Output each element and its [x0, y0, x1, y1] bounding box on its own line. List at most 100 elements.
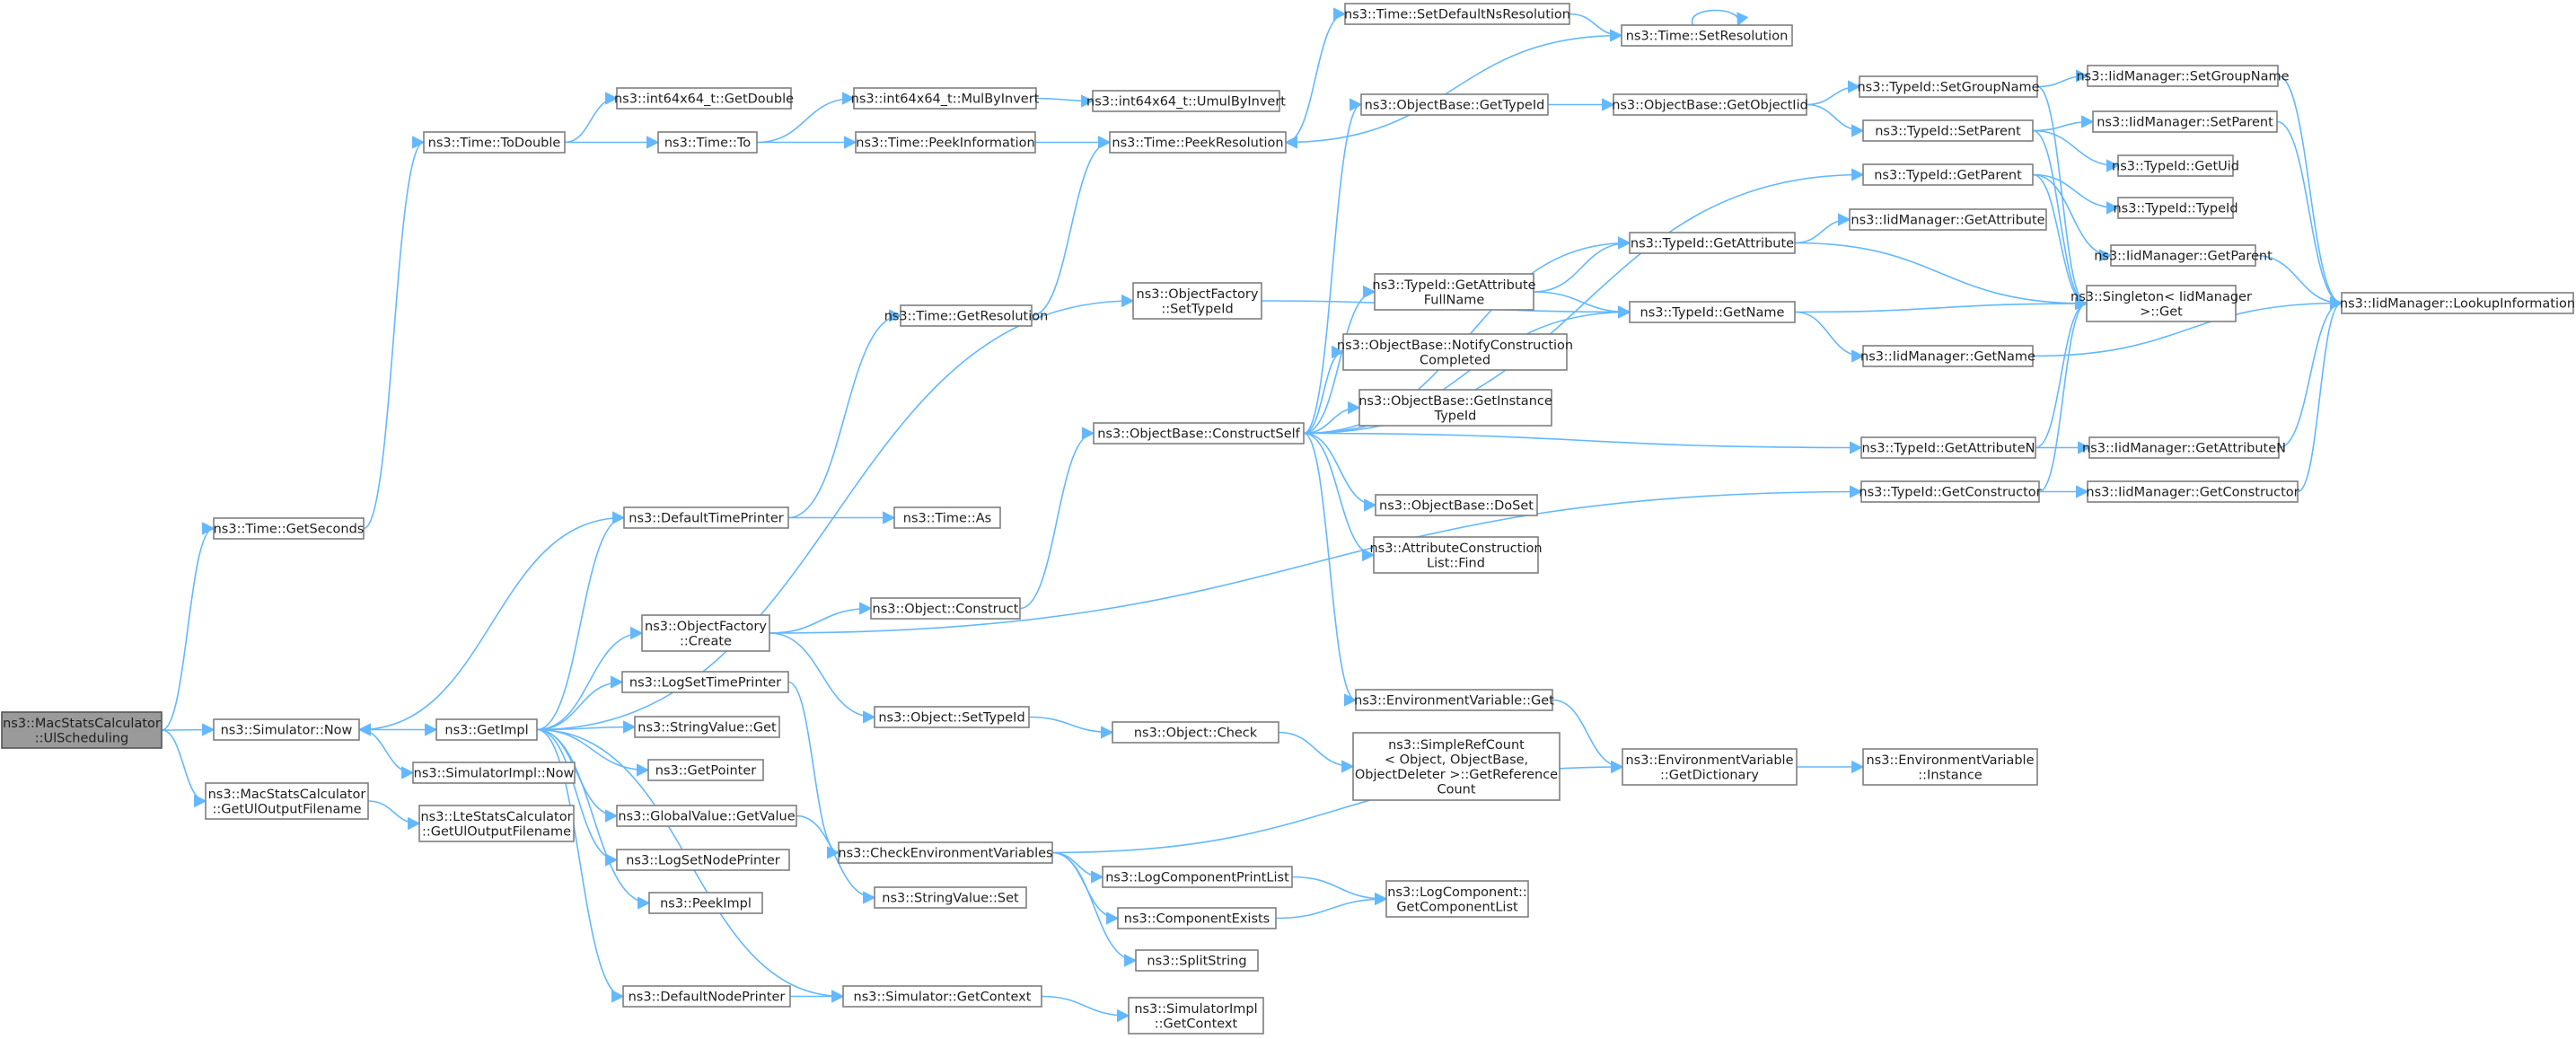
- node-label-line: ns3::Object::Construct: [873, 603, 1019, 617]
- node-default-node-printer[interactable]: ns3::DefaultNodePrinter: [622, 985, 791, 1008]
- node-umul-by-invert[interactable]: ns3::int64x64_t::UmulByInvert: [1086, 90, 1286, 112]
- node-time-get-seconds[interactable]: ns3::Time::GetSeconds: [213, 517, 365, 540]
- edge-sim-now-to-sim-impl-now: [358, 728, 415, 779]
- node-default-time-printer[interactable]: ns3::DefaultTimePrinter: [623, 506, 789, 529]
- node-type-id-get-uid[interactable]: ns3::TypeId::GetUid: [2112, 154, 2239, 177]
- node-obj-factory-create[interactable]: ns3::ObjectFactory::Create: [641, 614, 770, 652]
- node-box: [1352, 732, 1561, 801]
- node-iid-get-attribute[interactable]: ns3::IidManager::GetAttribute: [1849, 208, 2047, 231]
- node-sim-now[interactable]: ns3::Simulator::Now: [213, 718, 360, 741]
- node-label-line: ns3::int64x64_t::GetDouble: [614, 92, 794, 107]
- node-box: [1355, 689, 1553, 711]
- node-label-line: ns3::ObjectBase::ConstructSelf: [1097, 427, 1300, 442]
- node-label-line: ns3::Time::SetDefaultNsResolution: [1344, 8, 1570, 22]
- node-time-as[interactable]: ns3::Time::As: [893, 506, 1001, 529]
- node-obj-base-notify-construction[interactable]: ns3::ObjectBase::NotifyConstructionCompl…: [1337, 333, 1573, 371]
- node-obj-base-construct-self[interactable]: ns3::ObjectBase::ConstructSelf: [1093, 422, 1305, 445]
- node-peek-impl[interactable]: ns3::PeekImpl: [648, 892, 763, 914]
- node-mul-by-invert[interactable]: ns3::int64x64_t::MulByInvert: [851, 87, 1040, 110]
- edge-type-id-get-attribute-to-iid-get-attribute: [1794, 213, 1851, 244]
- node-get-resolution[interactable]: ns3::Time::GetResolution: [884, 304, 1049, 327]
- node-component-exists[interactable]: ns3::ComponentExists: [1117, 907, 1277, 929]
- node-log-set-node-printer[interactable]: ns3::LogSetNodePrinter: [616, 849, 790, 871]
- edge-obj-base-get-object-iid-to-type-id-set-group-name: [1806, 80, 1861, 106]
- node-split-string[interactable]: ns3::SplitString: [1135, 949, 1259, 972]
- node-label-line: ::GetUlOutputFilename: [422, 824, 571, 839]
- node-check-env-vars[interactable]: ns3::CheckEnvironmentVariables: [838, 841, 1053, 864]
- node-string-value-get[interactable]: ns3::StringValue::Get: [634, 716, 780, 738]
- edge-time-to-to-mul-by-invert: [756, 92, 856, 144]
- node-root[interactable]: ns3::MacStatsCalculator::UlScheduling: [1, 711, 163, 749]
- node-type-id-set-group-name[interactable]: ns3::TypeId::SetGroupName: [1857, 75, 2040, 98]
- node-iid-set-parent[interactable]: ns3::IidManager::SetParent: [2092, 110, 2278, 133]
- node-label-line: Count: [1437, 782, 1475, 797]
- node-obj-base-get-type-id[interactable]: ns3::ObjectBase::GetTypeId: [1360, 93, 1549, 116]
- node-box: [1629, 301, 1796, 323]
- node-label-line: ns3::IidManager::GetName: [1860, 350, 2035, 365]
- node-iid-get-attribute-n[interactable]: ns3::IidManager::GetAttributeN: [2082, 436, 2286, 459]
- node-object-construct[interactable]: ns3::Object::Construct: [870, 597, 1021, 620]
- node-int64-get-double[interactable]: ns3::int64x64_t::GetDouble: [614, 87, 794, 110]
- node-box: [205, 782, 369, 820]
- node-box: [423, 131, 566, 154]
- node-set-resolution[interactable]: ns3::Time::SetResolution: [1621, 24, 1793, 47]
- node-type-id-get-attribute[interactable]: ns3::TypeId::GetAttribute: [1629, 232, 1796, 254]
- node-box: [893, 506, 1001, 529]
- node-global-value-get-value[interactable]: ns3::GlobalValue::GetValue: [616, 805, 797, 827]
- node-type-id-set-parent[interactable]: ns3::TypeId::SetParent: [1862, 119, 2034, 142]
- node-type-id-get-parent[interactable]: ns3::TypeId::GetParent: [1862, 163, 2034, 186]
- node-sim-impl-now[interactable]: ns3::SimulatorImpl::Now: [412, 762, 576, 784]
- node-object-check[interactable]: ns3::Object::Check: [1112, 721, 1279, 744]
- node-log-set-time-printer[interactable]: ns3::LogSetTimePrinter: [621, 671, 789, 693]
- node-obj-base-do-set[interactable]: ns3::ObjectBase::DoSet: [1375, 494, 1538, 516]
- node-simple-ref-count[interactable]: ns3::SimpleRefCount< Object, ObjectBase,…: [1352, 732, 1561, 801]
- node-label-line: ns3::SimpleRefCount: [1388, 738, 1525, 753]
- node-label-line: ::UlScheduling: [35, 731, 129, 745]
- node-get-impl[interactable]: ns3::GetImpl: [435, 718, 538, 741]
- node-lte-get-ul-output[interactable]: ns3::LteStatsCalculator::GetUlOutputFile…: [418, 805, 575, 842]
- node-iid-get-constructor[interactable]: ns3::IidManager::GetConstructor: [2086, 480, 2299, 503]
- node-type-id-get-name[interactable]: ns3::TypeId::GetName: [1629, 301, 1796, 323]
- node-label-line: ns3::Time::SetResolution: [1626, 30, 1789, 44]
- node-type-id-type-id[interactable]: ns3::TypeId::TypeId: [2113, 197, 2238, 219]
- node-obj-base-get-object-iid[interactable]: ns3::ObjectBase::GetObjectIid: [1612, 93, 1808, 116]
- node-env-var-get-dict[interactable]: ns3::EnvironmentVariable::GetDictionary: [1622, 748, 1798, 786]
- node-peek-information[interactable]: ns3::Time::PeekInformation: [855, 131, 1036, 154]
- node-time-to[interactable]: ns3::Time::To: [657, 131, 758, 154]
- node-get-ul-output[interactable]: ns3::MacStatsCalculator::GetUlOutputFile…: [205, 782, 369, 820]
- node-iid-lookup-information[interactable]: ns3::IidManager::LookupInformation: [2340, 292, 2575, 314]
- node-obj-factory-set-type-id[interactable]: ns3::ObjectFactory::SetTypeId: [1132, 282, 1262, 320]
- node-peek-resolution[interactable]: ns3::Time::PeekResolution: [1109, 131, 1287, 154]
- node-env-var-get[interactable]: ns3::EnvironmentVariable::Get: [1354, 689, 1554, 711]
- node-iid-set-group-name[interactable]: ns3::IidManager::SetGroupName: [2076, 65, 2290, 87]
- node-type-id-get-constructor[interactable]: ns3::TypeId::GetConstructor: [1859, 480, 2042, 503]
- node-sim-impl-get-context[interactable]: ns3::SimulatorImpl::GetContext: [1128, 997, 1264, 1035]
- node-box: [1621, 24, 1793, 47]
- node-box: [1629, 232, 1796, 254]
- node-string-value-set[interactable]: ns3::StringValue::Set: [874, 886, 1027, 909]
- node-log-comp-print-list[interactable]: ns3::LogComponentPrintList: [1102, 866, 1293, 888]
- node-time-to-double[interactable]: ns3::Time::ToDouble: [423, 131, 566, 154]
- node-type-id-get-attribute-n[interactable]: ns3::TypeId::GetAttributeN: [1860, 436, 2036, 459]
- node-object-set-type-id[interactable]: ns3::Object::SetTypeId: [874, 706, 1030, 728]
- edge-object-check-to-simple-ref-count: [1278, 731, 1355, 773]
- node-sim-get-context[interactable]: ns3::Simulator::GetContext: [842, 985, 1042, 1008]
- node-iid-get-parent[interactable]: ns3::IidManager::GetParent: [2094, 244, 2273, 267]
- node-label-line: ns3::Time::GetSeconds: [214, 523, 365, 537]
- node-label-line: ns3::IidManager::SetParent: [2097, 116, 2273, 130]
- node-log-comp-get-list[interactable]: ns3::LogComponent::GetComponentList: [1385, 880, 1529, 918]
- node-env-var-instance[interactable]: ns3::EnvironmentVariable::Instance: [1862, 748, 2038, 786]
- edge-set-resolution-to-peek-resolution: [1284, 34, 1622, 149]
- edge-type-id-get-name-to-iid-get-name: [1794, 311, 1865, 363]
- edge-get-impl-to-default-time-printer: [536, 511, 626, 731]
- node-box: [1860, 480, 2040, 503]
- node-set-default-ns-res[interactable]: ns3::Time::SetDefaultNsResolution: [1344, 3, 1570, 25]
- node-iid-get-name[interactable]: ns3::IidManager::GetName: [1860, 345, 2035, 367]
- edge-check-env-vars-to-split-string: [1051, 851, 1138, 967]
- node-singleton-get[interactable]: ns3::Singleton< IidManager>::Get: [2070, 285, 2252, 322]
- node-get-pointer[interactable]: ns3::GetPointer: [647, 759, 764, 781]
